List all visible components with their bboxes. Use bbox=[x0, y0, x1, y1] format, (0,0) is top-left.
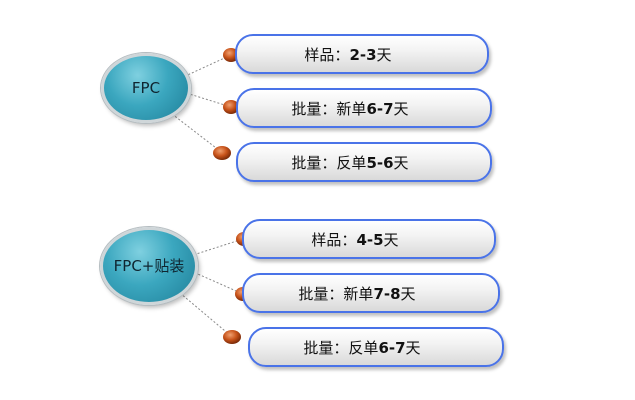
item-days: 7-8 bbox=[373, 284, 401, 303]
connector-line bbox=[180, 54, 232, 79]
item-unit: 天 bbox=[393, 153, 409, 172]
item-prefix: 批量：新单 bbox=[298, 284, 374, 303]
item-batch-repeat: 批量：反单5-6天 bbox=[236, 142, 492, 182]
item-prefix: 批量：新单 bbox=[291, 99, 367, 118]
item-batch-new: 批量：新单6-7天 bbox=[236, 88, 492, 128]
item-sample: 样品：2-3天 bbox=[235, 34, 489, 74]
connector-line bbox=[171, 113, 221, 152]
item-batch-repeat: 批量：反单6-7天 bbox=[248, 327, 504, 367]
item-days: 5-6 bbox=[366, 153, 394, 172]
connector-line bbox=[189, 238, 244, 257]
item-prefix: 批量：反单 bbox=[303, 338, 379, 357]
hub-label: FPC bbox=[131, 79, 161, 97]
hub-fpc: FPC bbox=[101, 53, 191, 123]
connector-node bbox=[223, 330, 241, 344]
item-unit: 天 bbox=[393, 99, 409, 118]
item-prefix: 批量：反单 bbox=[291, 153, 367, 172]
item-prefix: 样品： bbox=[311, 230, 357, 249]
item-batch-new: 批量：新单7-8天 bbox=[242, 273, 500, 313]
item-unit: 天 bbox=[376, 45, 392, 64]
item-unit: 天 bbox=[405, 338, 421, 357]
item-sample: 样品：4-5天 bbox=[242, 219, 496, 259]
hub-fpc-assembly: FPC+贴装 bbox=[100, 227, 198, 305]
connector-line bbox=[190, 270, 244, 295]
item-days: 4-5 bbox=[356, 230, 384, 249]
item-days: 6-7 bbox=[378, 338, 406, 357]
item-unit: 天 bbox=[400, 284, 416, 303]
connector-line bbox=[179, 292, 232, 337]
item-days: 6-7 bbox=[366, 99, 394, 118]
connector-node bbox=[213, 146, 231, 160]
hub-label: FPC+贴装 bbox=[113, 257, 185, 275]
item-days: 2-3 bbox=[349, 45, 377, 64]
item-unit: 天 bbox=[383, 230, 399, 249]
item-prefix: 样品： bbox=[304, 45, 350, 64]
